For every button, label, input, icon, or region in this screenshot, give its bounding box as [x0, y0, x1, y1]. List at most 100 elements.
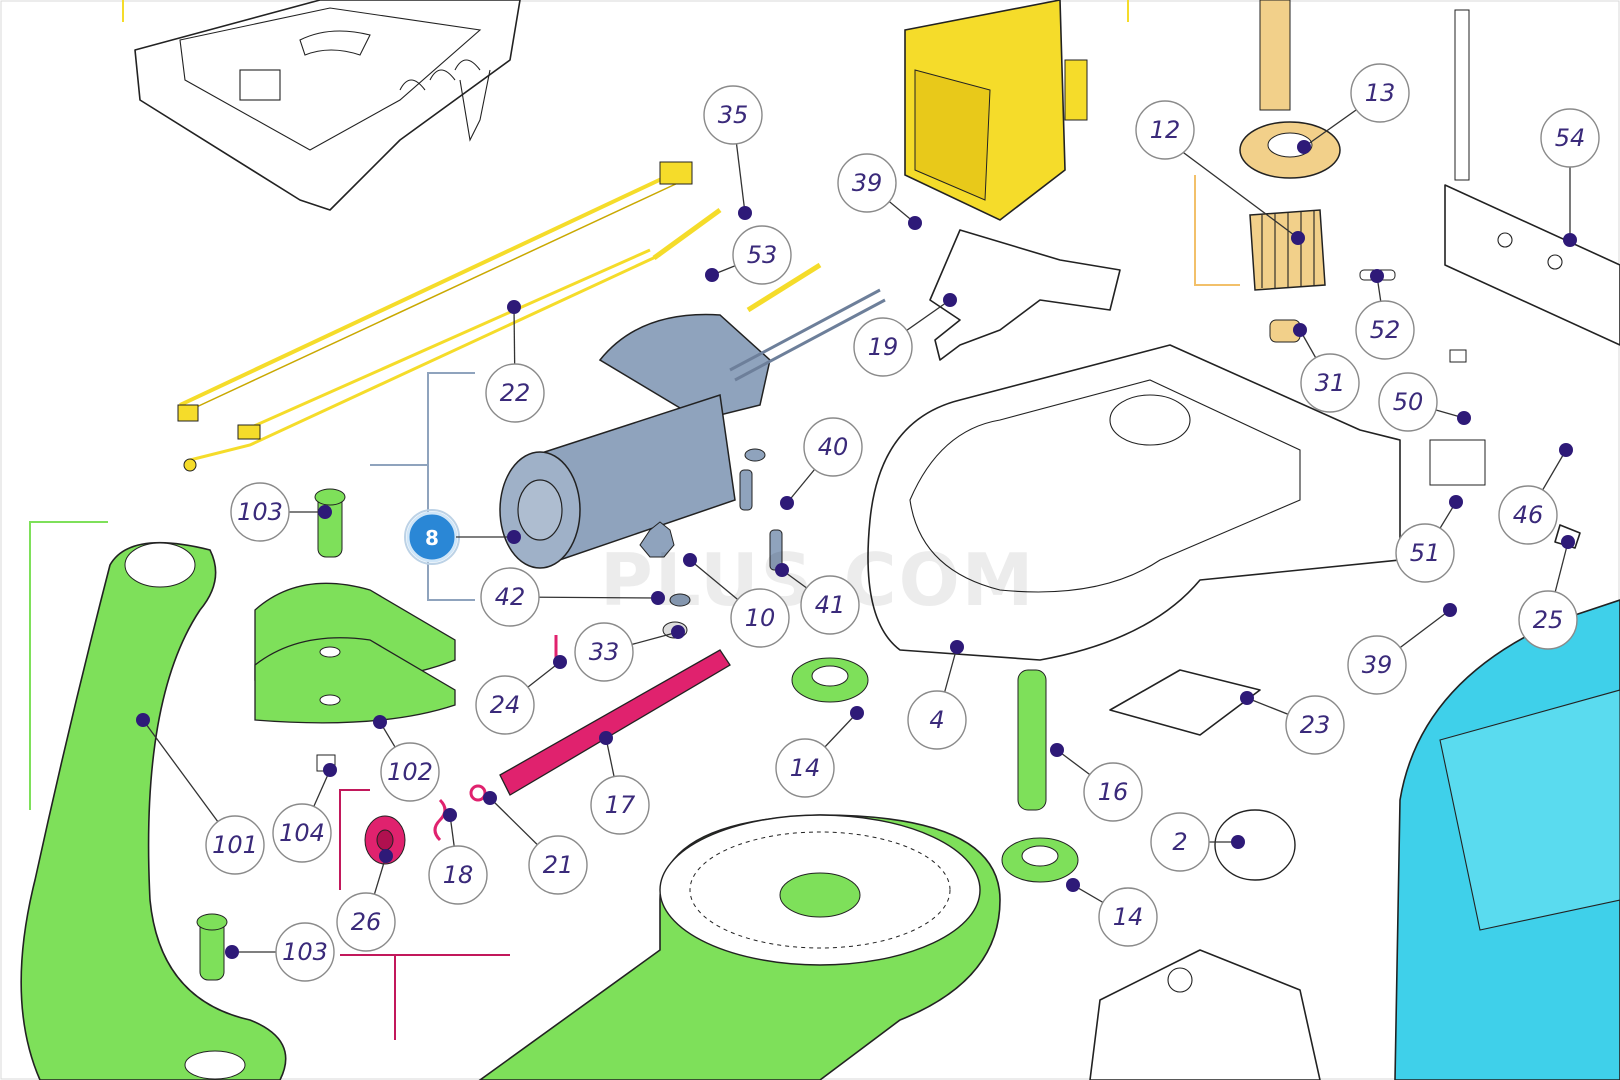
callout-c24[interactable]: 24 [475, 675, 535, 735]
target-dot-c14b [1066, 878, 1080, 892]
callout-label: 26 [351, 908, 382, 936]
callout-circle [837, 153, 897, 213]
shaft-16 [1017, 669, 1047, 811]
callout-label: 54 [1555, 124, 1586, 152]
callout-label: 39 [1362, 651, 1393, 679]
motor-bracket-guide [370, 372, 475, 601]
callout-label: 4 [929, 706, 944, 734]
callout-label: 41 [815, 591, 846, 619]
target-dot-c40 [780, 496, 794, 510]
callout-c31[interactable]: 31 [1300, 353, 1360, 413]
callout-c16[interactable]: 16 [1083, 762, 1143, 822]
callout-c35[interactable]: 35 [703, 85, 763, 145]
callout-c46[interactable]: 46 [1498, 485, 1558, 545]
target-dot-c31 [1293, 323, 1307, 337]
callout-c42[interactable]: 42 [480, 567, 540, 627]
callout-c103a[interactable]: 103 [230, 482, 290, 542]
target-dot-c103b [225, 945, 239, 959]
callout-circle [1540, 108, 1600, 168]
callout-circle [775, 738, 835, 798]
callout-c23[interactable]: 23 [1285, 695, 1345, 755]
callout-label: 51 [1410, 539, 1441, 567]
callout-c40[interactable]: 40 [803, 417, 863, 477]
callout-label: 102 [387, 758, 433, 786]
target-dot-c4 [950, 640, 964, 654]
callout-c10[interactable]: 10 [730, 588, 790, 648]
target-dot-c101 [136, 713, 150, 727]
callout-c14a[interactable]: 14 [775, 738, 835, 798]
callout-c50[interactable]: 50 [1378, 372, 1438, 432]
control-board-housing [134, 0, 521, 211]
target-dot-c54 [1563, 233, 1577, 247]
callout-label: 101 [212, 831, 258, 859]
callout-circle [800, 575, 860, 635]
target-dot-c39a [908, 216, 922, 230]
callout-c18[interactable]: 18 [428, 845, 488, 905]
target-dot-c46 [1559, 443, 1573, 457]
callout-circle [1355, 300, 1415, 360]
callout-c4[interactable]: 4 [907, 690, 967, 750]
callout-c53[interactable]: 53 [732, 225, 792, 285]
callout-c39b[interactable]: 39 [1347, 635, 1407, 695]
callout-c33[interactable]: 33 [574, 622, 634, 682]
callout-c104[interactable]: 104 [272, 803, 332, 863]
mounting-rail [1444, 9, 1620, 346]
callout-circle [1378, 372, 1438, 432]
callout-c17[interactable]: 17 [590, 775, 650, 835]
callout-circle [275, 922, 335, 982]
target-dot-c19 [943, 293, 957, 307]
callout-c19[interactable]: 19 [853, 317, 913, 377]
callout-label: 2 [1172, 828, 1187, 856]
base-bracket [1089, 949, 1321, 1080]
target-dot-c35 [738, 206, 752, 220]
callout-c21[interactable]: 21 [528, 835, 588, 895]
callout-circle [485, 363, 545, 423]
target-dot-c104 [323, 763, 337, 777]
callout-circle [205, 815, 265, 875]
callout-circle [1300, 353, 1360, 413]
target-dot-c41 [775, 563, 789, 577]
callout-label: 104 [279, 819, 325, 847]
highlight-badge-8[interactable]: 8 [404, 509, 521, 565]
callout-label: 103 [282, 938, 328, 966]
callout-c51[interactable]: 51 [1395, 523, 1455, 583]
callout-circle [336, 892, 396, 952]
callout-c22[interactable]: 22 [485, 363, 545, 423]
output-gear-arm [478, 814, 1001, 1080]
callout-c102[interactable]: 102 [380, 742, 440, 802]
callout-circle [1347, 635, 1407, 695]
gearbox-housing [867, 344, 1401, 661]
callout-c52[interactable]: 52 [1355, 300, 1415, 360]
callout-label: 23 [1300, 711, 1331, 739]
callout-c26[interactable]: 26 [336, 892, 396, 952]
target-dot-c17 [599, 731, 613, 745]
mounting-bracket [929, 229, 1121, 361]
callout-c54[interactable]: 54 [1540, 108, 1600, 168]
highlight-badge-label: 8 [425, 526, 439, 550]
callout-circle [230, 482, 290, 542]
target-dot-c42 [651, 591, 665, 605]
callout-c103b[interactable]: 103 [275, 922, 335, 982]
callout-c13[interactable]: 13 [1350, 63, 1410, 123]
callout-circle [1498, 485, 1558, 545]
callout-label: 14 [790, 754, 821, 782]
callout-label: 52 [1370, 316, 1401, 344]
target-dot-c2 [1231, 835, 1245, 849]
transformer [904, 0, 1088, 221]
target-dot-c24 [553, 655, 567, 669]
target-dot-c50 [1457, 411, 1471, 425]
callout-circle [475, 675, 535, 735]
pinion-and-bearing [1194, 0, 1341, 291]
target-dot-c23 [1240, 691, 1254, 705]
callout-c2[interactable]: 2 [1150, 812, 1210, 872]
callout-c101[interactable]: 101 [205, 815, 265, 875]
callout-c25[interactable]: 25 [1518, 590, 1578, 650]
callout-label: 25 [1533, 606, 1564, 634]
callout-c39a[interactable]: 39 [837, 153, 897, 213]
leader-lines [136, 92, 1577, 959]
callout-c41[interactable]: 41 [800, 575, 860, 635]
callout-c14b[interactable]: 14 [1098, 887, 1158, 947]
callout-circle [590, 775, 650, 835]
callout-c12[interactable]: 12 [1135, 100, 1195, 160]
